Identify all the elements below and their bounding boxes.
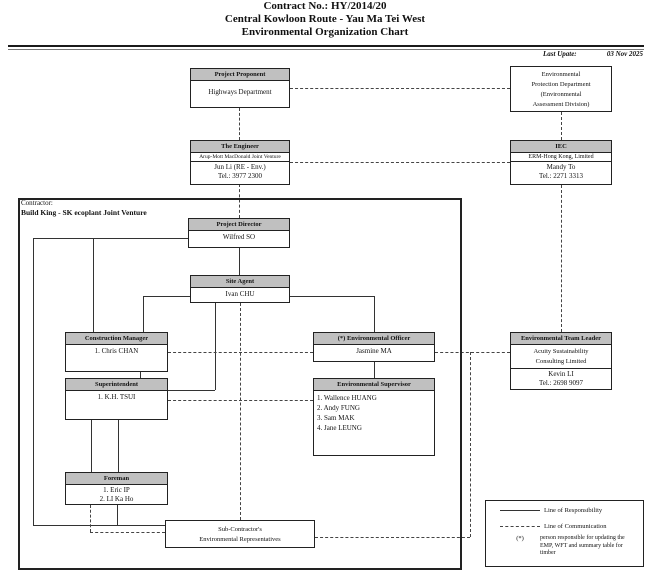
connector-dashed	[561, 185, 562, 332]
box-header: (*) Environmental Officer	[314, 333, 434, 345]
box-project-proponent: Project Proponent Highways Department	[190, 68, 290, 108]
box-body: Highways Department	[208, 88, 272, 96]
box-sub-contractor: Sub-Contractor's Environmental Represent…	[165, 520, 315, 548]
foreman-member: 2. LI Ka Ho	[99, 495, 134, 503]
box-header: The Engineer	[191, 141, 289, 153]
box-environmental-officer: (*) Environmental Officer Jasmine MA	[313, 332, 435, 362]
connector-dashed	[561, 112, 562, 140]
last-update-date: 03 Nov 2025	[606, 50, 643, 58]
connector	[140, 372, 141, 378]
connector	[239, 248, 240, 275]
contact-name: Kevin LI	[548, 370, 574, 378]
box-header: Environmental Team Leader	[511, 333, 611, 345]
box-header: IEC	[511, 141, 611, 153]
supervisor-member: 2. Andy FUNG	[317, 404, 360, 412]
box-header: Foreman	[66, 473, 167, 485]
legend-asterisk-symbol: (*)	[516, 535, 524, 542]
connector	[143, 296, 144, 332]
box-epd: Environmental Protection Department (Env…	[510, 66, 612, 112]
connector-dashed	[470, 352, 471, 537]
box-construction-manager: Construction Manager 1. Chris CHAN	[65, 332, 168, 372]
contact-tel: Tel.: 2271 3313	[538, 172, 584, 180]
last-update: Last Upate: 03 Nov 2025	[543, 50, 643, 58]
box-iec: IEC ERM-Hong Kong, Limited Mandy To Tel.…	[510, 140, 612, 185]
contact-tel: Tel.: 3977 2300	[217, 172, 263, 180]
connector	[168, 390, 215, 391]
connector-dashed	[435, 352, 510, 353]
connector	[143, 296, 190, 297]
legend-dashed-line-sample	[500, 526, 540, 527]
connector-dashed	[290, 88, 510, 89]
connector-dashed	[90, 532, 165, 533]
contractor-jv-name: Build King - SK ecoplant Joint Venture	[21, 208, 147, 217]
box-body: Ivan CHU	[225, 290, 255, 298]
connector	[117, 505, 118, 525]
title-divider	[8, 45, 644, 50]
box-body: 1. Chris CHAN	[94, 347, 139, 355]
box-subheader: ERM-Hong Kong, Limited	[511, 153, 611, 162]
box-environmental-supervisor: Environmental Supervisor 1. Wallence HUA…	[313, 378, 435, 456]
title-project-name: Central Kowloon Route - Yau Ma Tei West	[224, 13, 426, 25]
connector-dashed	[315, 537, 470, 538]
legend: Line of Responsibility Line of Communica…	[485, 500, 644, 567]
connector-dashed	[290, 162, 510, 163]
connector	[33, 525, 165, 526]
box-line: Environmental	[541, 71, 581, 78]
legend-asterisk-text: person responsible for updating the EMP,…	[540, 535, 625, 556]
foreman-member: 1. Eric IP	[103, 486, 130, 494]
connector	[118, 420, 119, 472]
box-project-director: Project Director Wilfred SO	[188, 218, 290, 248]
legend-responsibility-label: Line of Responsibility	[544, 507, 603, 514]
box-body: Jasmine MA	[356, 347, 392, 355]
last-update-label: Last Upate:	[543, 50, 577, 58]
box-site-agent: Site Agent Ivan CHU	[190, 275, 290, 303]
legend-communication-label: Line of Communication	[544, 523, 607, 530]
connector-dashed	[239, 184, 240, 218]
connector-dashed	[240, 303, 241, 520]
title-contract-no: Contract No.: HY/2014/20	[263, 0, 387, 12]
title-chart-name: Environmental Organization Chart	[241, 26, 409, 38]
box-header: Project Proponent	[191, 69, 289, 81]
box-line: Assessment Division)	[532, 101, 590, 108]
contractor-label-title: Contractor:	[21, 199, 53, 207]
contractor-frame	[18, 198, 462, 570]
box-subheader: Arup-Mott MacDonald Joint Venture	[191, 153, 289, 162]
contractor-label: Contractor: Build King - SK ecoplant Joi…	[21, 199, 147, 218]
connector	[33, 238, 34, 525]
supervisor-member: 1. Wallence HUANG	[317, 394, 377, 402]
connector	[91, 420, 92, 472]
connector	[93, 238, 94, 332]
box-line: Environmental Representatives	[199, 536, 281, 543]
box-header: Environmental Supervisor	[314, 379, 434, 391]
supervisor-member: 4. Jane LEUNG	[317, 424, 362, 432]
box-engineer: The Engineer Arup-Mott MacDonald Joint V…	[190, 140, 290, 185]
company-line: Consulting Limited	[511, 357, 611, 369]
page-title: Contract No.: HY/2014/20 Central Kowloon…	[0, 0, 650, 39]
box-line: Protection Department	[531, 81, 591, 88]
box-body: Wilfred SO	[222, 233, 256, 241]
connector	[290, 296, 374, 297]
box-line: Sub-Contractor's	[218, 526, 262, 533]
box-environmental-team-leader: Environmental Team Leader Acuity Sustain…	[510, 332, 612, 390]
connector	[215, 303, 216, 390]
supervisor-member: 3. Sam MAK	[317, 414, 355, 422]
company-line: Acuity Sustainability	[533, 348, 589, 355]
contact-tel: Tel.: 2698 9097	[538, 379, 584, 387]
contact-name: Mandy To	[546, 163, 576, 171]
connector	[33, 238, 188, 239]
box-superintendent: Superintendent 1. K.H. TSUI	[65, 378, 168, 420]
box-header: Construction Manager	[66, 333, 167, 345]
connector	[374, 296, 375, 332]
contact-name: Jun Li (RE - Env.)	[214, 163, 266, 171]
box-line: (Environmental	[540, 91, 582, 98]
box-header: Superintendent	[66, 379, 167, 391]
connector	[374, 362, 375, 378]
legend-solid-line-sample	[500, 510, 540, 511]
box-header: Site Agent	[191, 276, 289, 288]
box-foreman: Foreman 1. Eric IP 2. LI Ka Ho	[65, 472, 168, 505]
box-body: 1. K.H. TSUI	[97, 393, 136, 401]
box-header: Project Director	[189, 219, 289, 231]
connector-dashed	[239, 108, 240, 140]
connector-dashed	[90, 505, 91, 532]
